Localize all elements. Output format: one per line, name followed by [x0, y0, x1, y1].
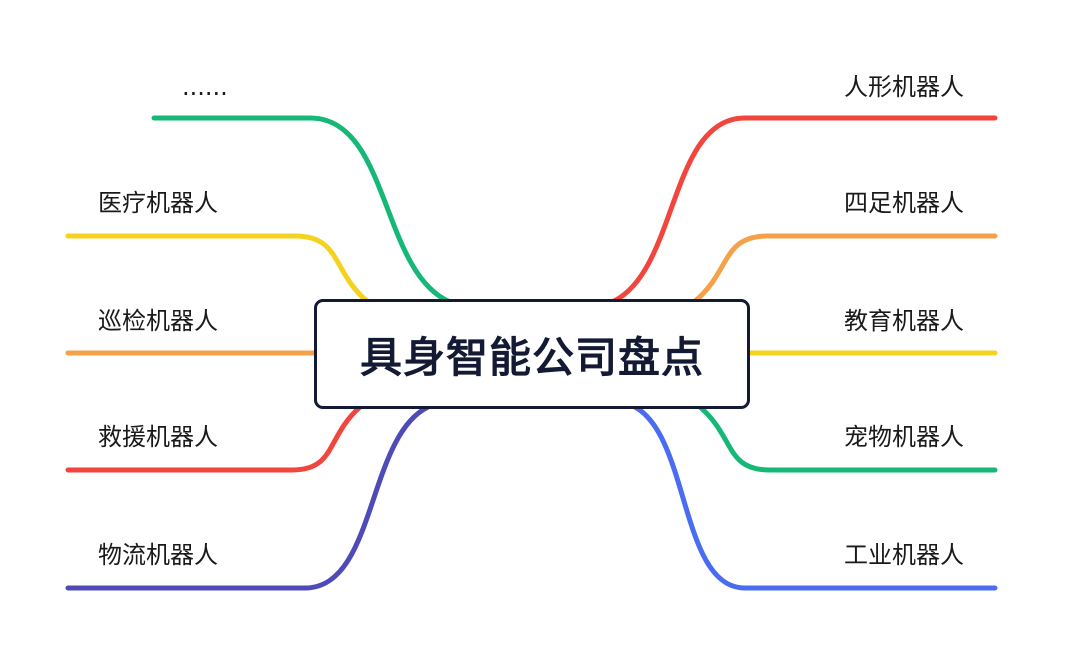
- branch-label-industrial-robot: 工业机器人: [844, 541, 964, 569]
- branch-label-pet-robot: 宠物机器人: [844, 423, 964, 451]
- center-title: 具身智能公司盘点: [359, 332, 704, 382]
- right-connector-4: [632, 404, 998, 591]
- branch-label-education-robot: 教育机器人: [844, 307, 964, 335]
- branch-label-quadruped-robot: 四足机器人: [844, 189, 964, 217]
- left-connector-3: [65, 404, 363, 473]
- left-connector-0: [151, 115, 453, 305]
- branch-label-medical-robot: 医疗机器人: [98, 189, 218, 217]
- branch-label-logistics-robot: 物流机器人: [98, 541, 218, 569]
- branch-label-inspection-robot: 巡检机器人: [98, 307, 218, 335]
- center-node[interactable]: 具身智能公司盘点: [314, 299, 750, 409]
- right-connector-3: [697, 404, 998, 473]
- left-connector-1: [65, 233, 371, 305]
- left-connector-4: [65, 404, 431, 591]
- right-connector-0: [609, 115, 998, 305]
- branch-label-more: ......: [182, 73, 228, 101]
- right-connector-1: [691, 233, 998, 305]
- branch-label-rescue-robot: 救援机器人: [98, 423, 218, 451]
- branch-label-humanoid-robot: 人形机器人: [844, 73, 964, 101]
